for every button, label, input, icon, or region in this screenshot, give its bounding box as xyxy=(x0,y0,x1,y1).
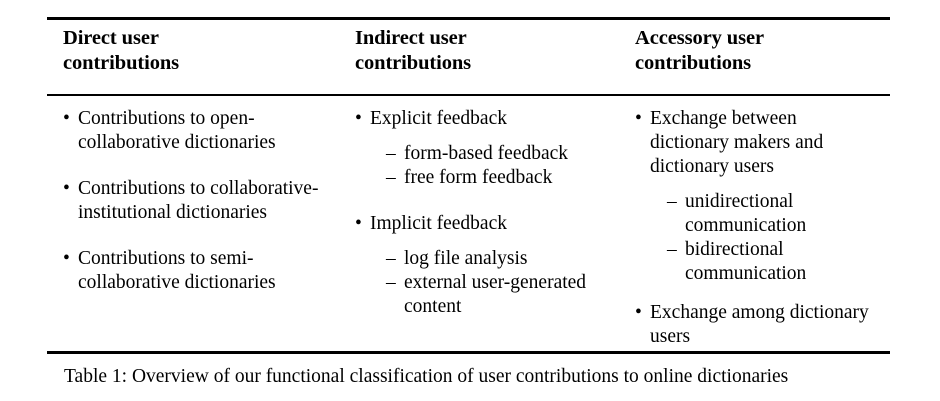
bullet-icon: • xyxy=(355,213,362,234)
table-bottom-rule xyxy=(47,351,890,354)
table-caption: Table 1: Overview of our functional clas… xyxy=(64,366,789,387)
column-header-1: Direct user contributions xyxy=(47,26,325,94)
column-header-2-line1: Indirect user xyxy=(355,27,467,49)
column-indirect-user-contributions: Indirect user contributions • Explicit f… xyxy=(339,26,619,319)
column-body-1: • Contributions to open-collaborative di… xyxy=(47,94,325,295)
sub-list-item-label: free form feedback xyxy=(404,167,553,188)
dash-icon: – xyxy=(386,167,396,188)
list-item-label: Explicit feedback xyxy=(370,108,507,129)
column-header-3: Accessory user contributions xyxy=(619,26,876,94)
list-item: • Exchange between dictionary makers and… xyxy=(619,107,876,286)
column-header-2: Indirect user contributions xyxy=(339,26,605,94)
list-item: • Implicit feedback – log file analysis … xyxy=(339,212,605,319)
bullet-icon: • xyxy=(635,108,642,129)
bullet-icon: • xyxy=(63,108,70,129)
list-item-label: Contributions to open-collaborative dict… xyxy=(78,108,276,153)
list-item: • Contributions to collaborative-institu… xyxy=(47,177,325,225)
dash-icon: – xyxy=(386,248,396,269)
dash-icon: – xyxy=(667,239,677,260)
sub-list-item-label: external user-generated content xyxy=(404,272,587,317)
dash-icon: – xyxy=(667,191,677,212)
table-header-rule xyxy=(47,94,890,96)
list-item-label: Implicit feedback xyxy=(370,213,507,234)
list-item-label: Contributions to collaborative-instituti… xyxy=(78,178,319,223)
sub-list-item: – unidirectional communication xyxy=(667,190,876,238)
sub-list: – unidirectional communication – bidirec… xyxy=(667,179,876,286)
dash-icon: – xyxy=(386,143,396,164)
bullet-list-1: • Contributions to open-collaborative di… xyxy=(47,107,325,295)
sub-list-item: – log file analysis xyxy=(386,247,605,271)
column-direct-user-contributions: Direct user contributions • Contribution… xyxy=(47,26,339,295)
column-header-3-line2: contributions xyxy=(635,52,752,74)
bullet-icon: • xyxy=(63,248,70,269)
column-header-3-line1: Accessory user xyxy=(635,27,764,49)
sub-list: – form-based feedback – free form feedba… xyxy=(386,131,605,203)
sub-list-item: – external user-generated content xyxy=(386,271,605,319)
column-body-3: • Exchange between dictionary makers and… xyxy=(619,94,876,349)
bullet-list-3: • Exchange between dictionary makers and… xyxy=(619,107,876,349)
column-header-2-line2: contributions xyxy=(355,52,472,74)
sub-list: – log file analysis – external user-gene… xyxy=(386,236,605,319)
list-item: • Contributions to open-collaborative di… xyxy=(47,107,325,155)
column-body-2: • Explicit feedback – form-based feedbac… xyxy=(339,94,605,319)
sub-list-item-label: log file analysis xyxy=(404,248,528,269)
list-item-label: Contributions to semi-collaborative dict… xyxy=(78,248,276,293)
dash-icon: – xyxy=(386,272,396,293)
bullet-icon: • xyxy=(355,108,362,129)
sub-list-item-label: bidirectional communication xyxy=(685,239,807,284)
column-header-1-line2: contributions xyxy=(63,52,180,74)
list-item: • Explicit feedback – form-based feedbac… xyxy=(339,107,605,203)
table-columns: Direct user contributions • Contribution… xyxy=(47,26,890,349)
sub-list-item: – bidirectional communication xyxy=(667,238,876,286)
table-top-rule xyxy=(47,17,890,20)
sub-list-item: – form-based feedback xyxy=(386,142,605,166)
sub-list-item: – free form feedback xyxy=(386,166,605,190)
list-item: • Contributions to semi-collaborative di… xyxy=(47,247,325,295)
list-item: • Exchange among dictionary users xyxy=(619,301,876,349)
bullet-list-2: • Explicit feedback – form-based feedbac… xyxy=(339,107,605,319)
sub-list-item-label: form-based feedback xyxy=(404,143,569,164)
sub-list-item-label: unidirectional communication xyxy=(685,191,807,236)
bullet-icon: • xyxy=(635,302,642,323)
column-accessory-user-contributions: Accessory user contributions • Exchange … xyxy=(619,26,890,349)
list-item-label: Exchange between dictionary makers and d… xyxy=(650,108,824,177)
bullet-icon: • xyxy=(63,178,70,199)
list-item-label: Exchange among dictionary users xyxy=(650,302,869,347)
column-header-1-line1: Direct user xyxy=(63,27,159,49)
